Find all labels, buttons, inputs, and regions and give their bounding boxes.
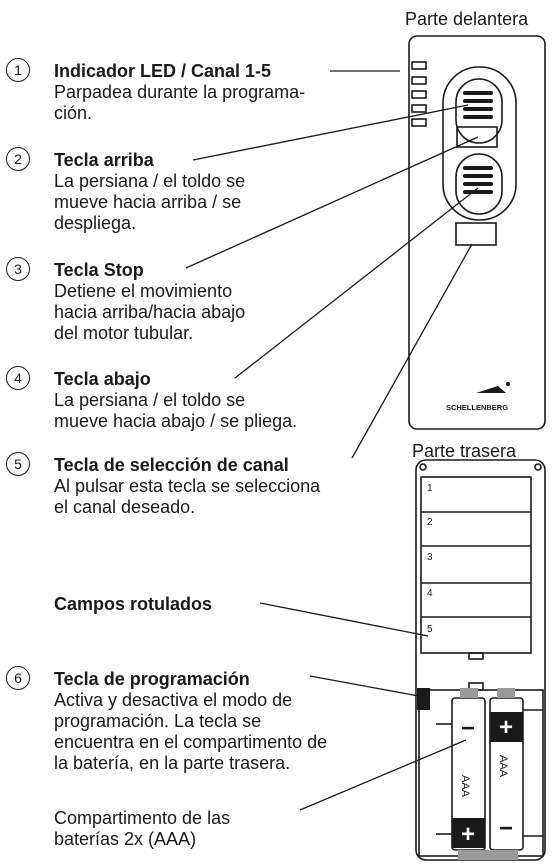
button-capsule [442,66,517,221]
callout-number-2: 2 [6,147,30,171]
battery-2-plus-end [490,712,523,742]
label-fields [420,476,532,654]
callout-desc-line: mueve hacia arriba / se [54,192,242,212]
button-ridges [463,91,493,194]
field-number: 1 [427,483,433,494]
callout-desc-line: La persiana / el toldo se [54,390,246,410]
battery-2-plus: + [499,714,513,741]
callout-4: Tecla abajo La persiana / el toldo se mu… [54,369,297,432]
field-number: 3 [427,552,433,563]
callout-desc-line: Detiene el movimiento [54,281,233,301]
callout-desc-line: Compartimento de las [54,808,231,828]
battery-2-type: AAA [497,755,509,778]
callout-number-6: 6 [6,666,30,690]
callout-desc-line: Al pulsar esta tecla se selecciona [54,476,321,496]
field-number: 2 [427,517,433,528]
label-fields-callout: Campos rotulados [54,594,212,615]
back-label: Parte trasera [412,441,517,461]
back-remote [415,459,546,861]
logo-text: SCHELLENBERG [446,403,508,412]
programming-button [417,688,430,710]
field-numbers: 1 2 3 4 5 [427,483,433,635]
callout-desc-line: La persiana / el toldo se [54,171,246,191]
field-number: 4 [427,588,433,599]
front-remote [408,35,546,430]
callout-title: Tecla arriba [54,150,154,170]
callout-3: Tecla Stop Detiene el movimiento hacia a… [54,260,245,344]
battery-1-type: AAA [459,775,471,798]
callout-title: Tecla de selección de canal [54,455,289,475]
callout-desc-line: la batería, en la parte trasera. [54,753,291,773]
channel-select-button [455,222,497,246]
battery-1-minus: − [461,715,475,742]
callout-title: Indicador LED / Canal 1-5 [54,61,272,81]
callout-2: Tecla arriba La persiana / el toldo se m… [54,150,245,234]
callout-5: Tecla de selección de canal Al pulsar es… [54,455,320,518]
callout-desc-line: encuentra en el compartimento de [54,732,328,752]
callout-desc-line: despliega. [54,213,137,233]
down-button [455,153,503,215]
callout-number-3: 3 [6,257,30,281]
callout-number-1: 1 [6,58,30,82]
battery-1-plus: + [461,821,475,848]
callout-1: Indicador LED / Canal 1-5 Parpadea duran… [54,61,305,124]
leader-lines [185,70,479,811]
callout-desc-line: hacia arriba/hacia abajo [54,302,246,322]
callout-number-5: 5 [6,452,30,476]
callout-desc-line: Parpadea durante la programa- [54,82,306,102]
callout-title: Tecla abajo [54,369,151,389]
callout-title: Tecla Stop [54,260,144,280]
logo: SCHELLENBERG [446,382,510,412]
callout-6: Tecla de programación Activa y desactiva… [54,669,327,774]
battery-2-minus: − [499,815,513,842]
callout-desc-line: programación. La tecla se [54,711,262,731]
battery-signs: − + + − [461,714,513,848]
field-number: 5 [427,624,433,635]
battery-contacts [458,688,518,860]
callout-number-4: 4 [6,366,30,390]
callout-desc-line: ción. [54,103,93,123]
callout-desc-line: Activa y desactiva el modo de [54,690,293,710]
stop-button [456,126,498,148]
callout-desc-line: baterías 2x (AAA) [54,829,197,849]
callout-desc-line: del motor tubular. [54,323,194,343]
front-label: Parte delantera [405,9,529,29]
up-button [455,78,503,144]
callout-desc-line: mueve hacia abajo / se pliega. [54,411,298,431]
battery-1-plus-end [452,818,485,848]
callout-desc-line: el canal deseado. [54,497,196,517]
callout-title: Tecla de programación [54,669,250,689]
label-fields-title: Campos rotulados [54,594,213,614]
led-indicators [411,61,427,127]
battery-compartment-callout: Compartimento de las baterías 2x (AAA) [54,808,230,850]
